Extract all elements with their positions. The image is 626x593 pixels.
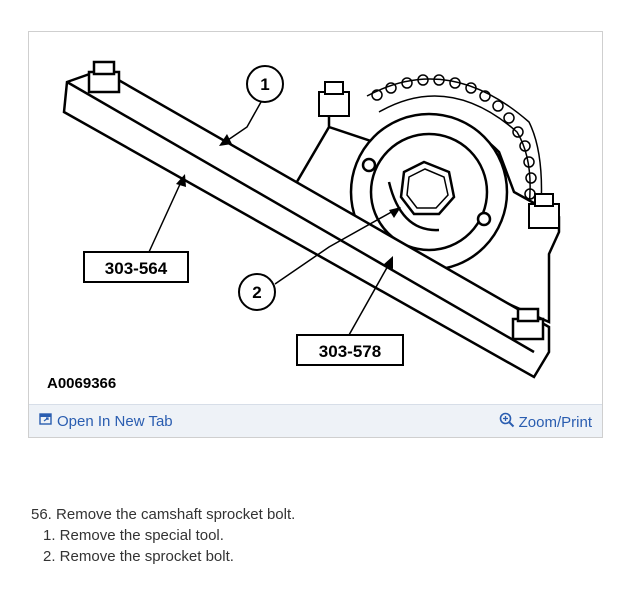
callout-1-circle <box>246 65 284 103</box>
zoom-icon <box>499 412 515 432</box>
substep-2: 2. Remove the sprocket bolt. <box>43 548 234 565</box>
procedure-steps: 56. Remove the camshaft sprocket bolt. 1… <box>31 504 295 567</box>
bearing-housing <box>289 102 561 324</box>
open-in-new-tab-link[interactable]: Open In New Tab <box>39 412 173 430</box>
housing-bolts <box>318 81 560 229</box>
callout-1-text: 1 <box>260 75 269 94</box>
special-tool-bar <box>62 60 551 379</box>
open-in-new-tab-label: Open In New Tab <box>57 412 173 430</box>
label-303-564-box <box>83 251 189 283</box>
figure-toolbar: Open In New Tab Zoom/Print <box>29 404 602 437</box>
callout-2-text: 2 <box>252 283 261 302</box>
open-new-tab-icon <box>39 412 53 430</box>
step-56: 56. Remove the camshaft sprocket bolt. <box>31 506 296 523</box>
label-303-578-box <box>296 334 404 366</box>
camshaft-tool-illustration: 1 2 303-564 303-578 <box>62 60 561 379</box>
label-303-564-text: 303-564 <box>105 259 168 278</box>
zoom-print-link[interactable]: Zoom/Print <box>499 412 592 432</box>
callout-2-circle <box>238 273 276 311</box>
figure-id: A0069366 <box>47 375 117 392</box>
zoom-print-label: Zoom/Print <box>518 413 592 431</box>
sprocket-chain <box>366 74 543 208</box>
label-303-578-text: 303-578 <box>319 342 381 361</box>
substep-1: 1. Remove the special tool. <box>43 527 224 544</box>
figure-container: 1 2 303-564 303-578 A0069366 Ope <box>28 31 603 438</box>
